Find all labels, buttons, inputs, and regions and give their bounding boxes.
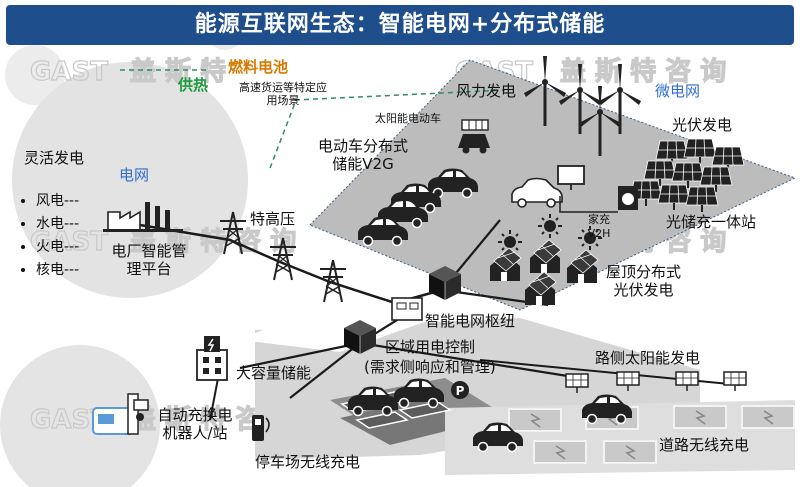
- factory-icon: [103, 202, 183, 232]
- parking-icon: P: [451, 381, 469, 399]
- svg-text:GAST: GAST: [30, 57, 108, 87]
- parking-badge: P: [456, 384, 465, 398]
- road-wireless-label: 道路无线充电: [659, 436, 750, 454]
- fuel-cell-desc: 高速货运等特定应用场景: [239, 81, 327, 107]
- ev-storage-label: 电动车分布式储能V2G: [318, 137, 409, 173]
- svg-text:盖 斯 特 咨 询: 盖 斯 特 咨 询: [560, 56, 726, 87]
- regional-control-label: 区域用电控制: [385, 338, 476, 356]
- washing-machine-icon: [618, 186, 638, 210]
- smart-grid-hub-label: 智能电网枢纽: [425, 312, 516, 330]
- large-storage-label: 大容量储能: [236, 364, 312, 382]
- solar-ev-label: 太阳能电动车: [375, 112, 441, 125]
- home-charging-label: 家充V2H: [587, 213, 611, 240]
- svg-text:GAST: GAST: [30, 227, 108, 257]
- parking-wireless-label: 停车场无线充电: [255, 453, 361, 471]
- auto-swap-robot-label: 自动充换电机器人/站: [157, 406, 233, 442]
- wind-power-label: 风力发电: [456, 82, 517, 100]
- rooftop-pv-label: 屋顶分布式光伏发电: [606, 263, 682, 299]
- charging-pile-icon: [252, 415, 270, 441]
- battery-storage-icon: [196, 336, 228, 381]
- grid-label: 电网: [119, 166, 150, 184]
- tv-icon: [557, 165, 585, 190]
- generation-item: 风电---: [36, 190, 79, 213]
- title-bar: 能源互联网生态：智能电网+分布式储能: [6, 5, 794, 45]
- flexible-gen-label: 灵活发电: [24, 149, 85, 167]
- heat-supply-label: 供热: [178, 76, 209, 94]
- roadside-solar-label: 路侧太阳能发电: [595, 349, 701, 367]
- uhv-label: 特高压: [250, 210, 296, 228]
- demand-response-label: (需求侧响应和管理): [364, 358, 496, 376]
- svg-text:盖 斯 特: 盖 斯 特: [130, 56, 226, 87]
- page-title: 能源互联网生态：智能电网+分布式储能: [194, 12, 606, 37]
- fuel-cell-label: 燃料电池: [228, 58, 289, 76]
- pv-power-label: 光伏发电: [672, 116, 733, 134]
- plant-platform-label: 电厂智能管理平台: [111, 242, 187, 278]
- generation-item: 核电---: [36, 259, 79, 282]
- generation-item: 水电---: [36, 213, 79, 236]
- fuel-cell-vehicle-icon: [458, 119, 490, 154]
- control-panel-icon: [391, 297, 423, 321]
- robot-icon: [92, 393, 149, 435]
- generation-list: 风电--- 水电--- 火电--- 核电---: [20, 190, 79, 282]
- microgrid-label: 微电网: [655, 82, 701, 100]
- pv-storage-station-label: 光储充一体站: [666, 213, 757, 231]
- generation-item: 火电---: [36, 236, 79, 259]
